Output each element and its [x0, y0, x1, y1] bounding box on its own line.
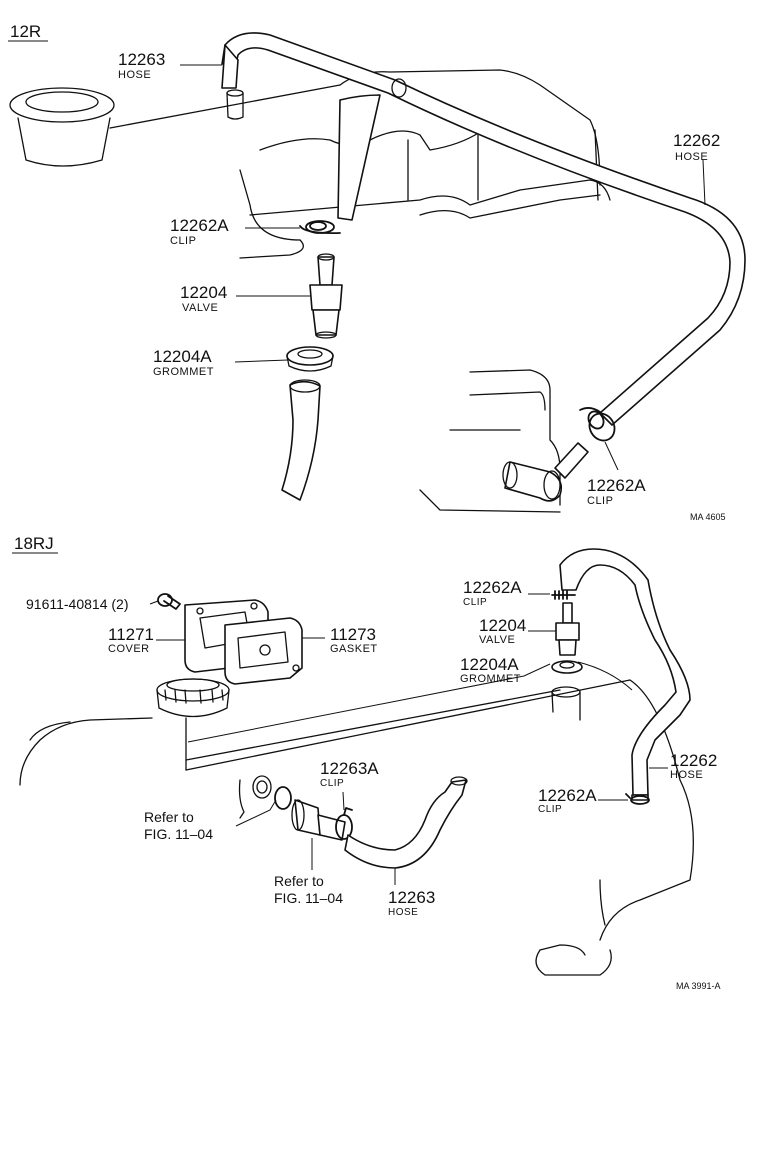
label-clip-12262a-right: 12262A CLIP: [587, 476, 646, 507]
section-title-12r: 12R: [10, 22, 41, 41]
label-hose-12262-top: 12262 HOSE: [673, 131, 720, 163]
svg-text:Refer to: Refer to: [144, 809, 194, 825]
svg-text:GROMMET: GROMMET: [460, 673, 521, 685]
svg-text:12204A: 12204A: [153, 347, 212, 366]
svg-text:HOSE: HOSE: [388, 907, 418, 918]
section-12r: 12R: [8, 22, 746, 522]
figure-code-top: MA 4605: [690, 512, 726, 522]
label-clip-12262a-top-18rj: 12262A CLIP: [463, 578, 522, 608]
label-gasket-11273: 11273 GASKET: [330, 625, 378, 655]
svg-text:12262: 12262: [673, 131, 720, 150]
clip-12262a-top-18rj: [551, 590, 576, 600]
label-grommet-12204a-bottom: 12204A GROMMET: [460, 655, 521, 685]
hose-riser: [337, 94, 381, 221]
svg-text:HOSE: HOSE: [675, 151, 708, 163]
section-title-18rj: 18RJ: [14, 534, 54, 553]
bolt-91611: [157, 593, 181, 610]
svg-text:Refer to: Refer to: [274, 873, 324, 889]
label-cover-11271: 11271 COVER: [108, 625, 154, 655]
svg-text:12204A: 12204A: [460, 655, 519, 674]
grommet-12204a-bottom: [551, 660, 583, 674]
label-hose-12263-bottom: 12263 HOSE: [388, 888, 435, 918]
label-valve-12204-top: 12204 VALVE: [180, 283, 227, 314]
label-hose-12262-bottom: 12262 HOSE: [670, 751, 717, 781]
clip-12262a-right: [579, 407, 616, 442]
oil-filler-cap: [9, 87, 115, 167]
svg-text:CLIP: CLIP: [320, 778, 344, 789]
clip-12263a: [335, 807, 353, 840]
svg-text:12262A: 12262A: [170, 216, 229, 235]
hose-12263-top: [221, 44, 239, 89]
label-refer-fig-11-04-a: Refer to FIG. 11–04: [144, 809, 213, 842]
svg-text:12262A: 12262A: [587, 476, 646, 495]
svg-text:VALVE: VALVE: [182, 302, 218, 314]
hose-end: [391, 78, 407, 98]
hose-12262-bottom: [559, 548, 691, 796]
figure-code-bottom: MA 3991-A: [676, 981, 721, 991]
cover-nipple: [226, 89, 244, 120]
grommet-12204a-top: [286, 346, 334, 372]
pcv-valve-12204-top: [309, 253, 343, 339]
breather-tube-lower: [281, 380, 321, 501]
engine-block-outline: [419, 369, 561, 513]
label-valve-12204-bottom: 12204 VALVE: [479, 616, 526, 646]
cover-boss: [551, 686, 581, 721]
label-clip-12262a-left: 12262A CLIP: [170, 216, 229, 247]
label-clip-12263a: 12263A CLIP: [320, 759, 379, 789]
svg-text:12263: 12263: [388, 888, 435, 907]
leader-lines-bottom: [149, 593, 668, 885]
svg-text:CLIP: CLIP: [587, 495, 613, 507]
gasket-11273: [224, 617, 303, 685]
oil-filler-cap-18rj: [156, 678, 230, 718]
svg-text:12263: 12263: [118, 50, 165, 69]
svg-text:12262: 12262: [670, 751, 717, 770]
svg-text:11271: 11271: [108, 625, 154, 644]
label-clip-12262a-bottom-18rj: 12262A CLIP: [538, 786, 597, 815]
label-hose-12263-top: 12263 HOSE: [118, 50, 165, 81]
svg-text:FIG. 11–04: FIG. 11–04: [274, 890, 343, 906]
hose-12263-bottom: [344, 779, 467, 869]
svg-text:12204: 12204: [180, 283, 227, 302]
svg-text:12262A: 12262A: [463, 578, 522, 597]
svg-text:FIG. 11–04: FIG. 11–04: [144, 826, 213, 842]
engine-outline-18rj: [19, 679, 694, 976]
svg-text:12204: 12204: [479, 616, 526, 635]
svg-text:CLIP: CLIP: [170, 235, 196, 247]
svg-text:CLIP: CLIP: [463, 597, 487, 608]
elbow-fitting: [502, 442, 589, 502]
leader-lines-top: [180, 64, 706, 471]
label-grommet-12204a-top: 12204A GROMMET: [153, 347, 214, 378]
label-bolt-91611: 91611-40814 (2): [26, 596, 128, 612]
clip-12262a-left: [299, 220, 341, 235]
svg-text:COVER: COVER: [108, 643, 150, 655]
svg-text:GASKET: GASKET: [330, 643, 378, 655]
pcv-valve-12204-bottom: [555, 602, 580, 656]
svg-text:CLIP: CLIP: [538, 804, 562, 815]
svg-text:HOSE: HOSE: [670, 769, 703, 781]
svg-text:12263A: 12263A: [320, 759, 379, 778]
svg-text:GROMMET: GROMMET: [153, 366, 214, 378]
section-18rj: 18RJ: [12, 534, 721, 991]
label-refer-fig-11-04-b: Refer to FIG. 11–04: [274, 873, 343, 906]
svg-text:VALVE: VALVE: [479, 634, 515, 646]
svg-text:11273: 11273: [330, 625, 376, 644]
svg-text:12262A: 12262A: [538, 786, 597, 805]
svg-text:HOSE: HOSE: [118, 69, 151, 81]
clip-12262a-bottom-18rj: [625, 793, 650, 805]
